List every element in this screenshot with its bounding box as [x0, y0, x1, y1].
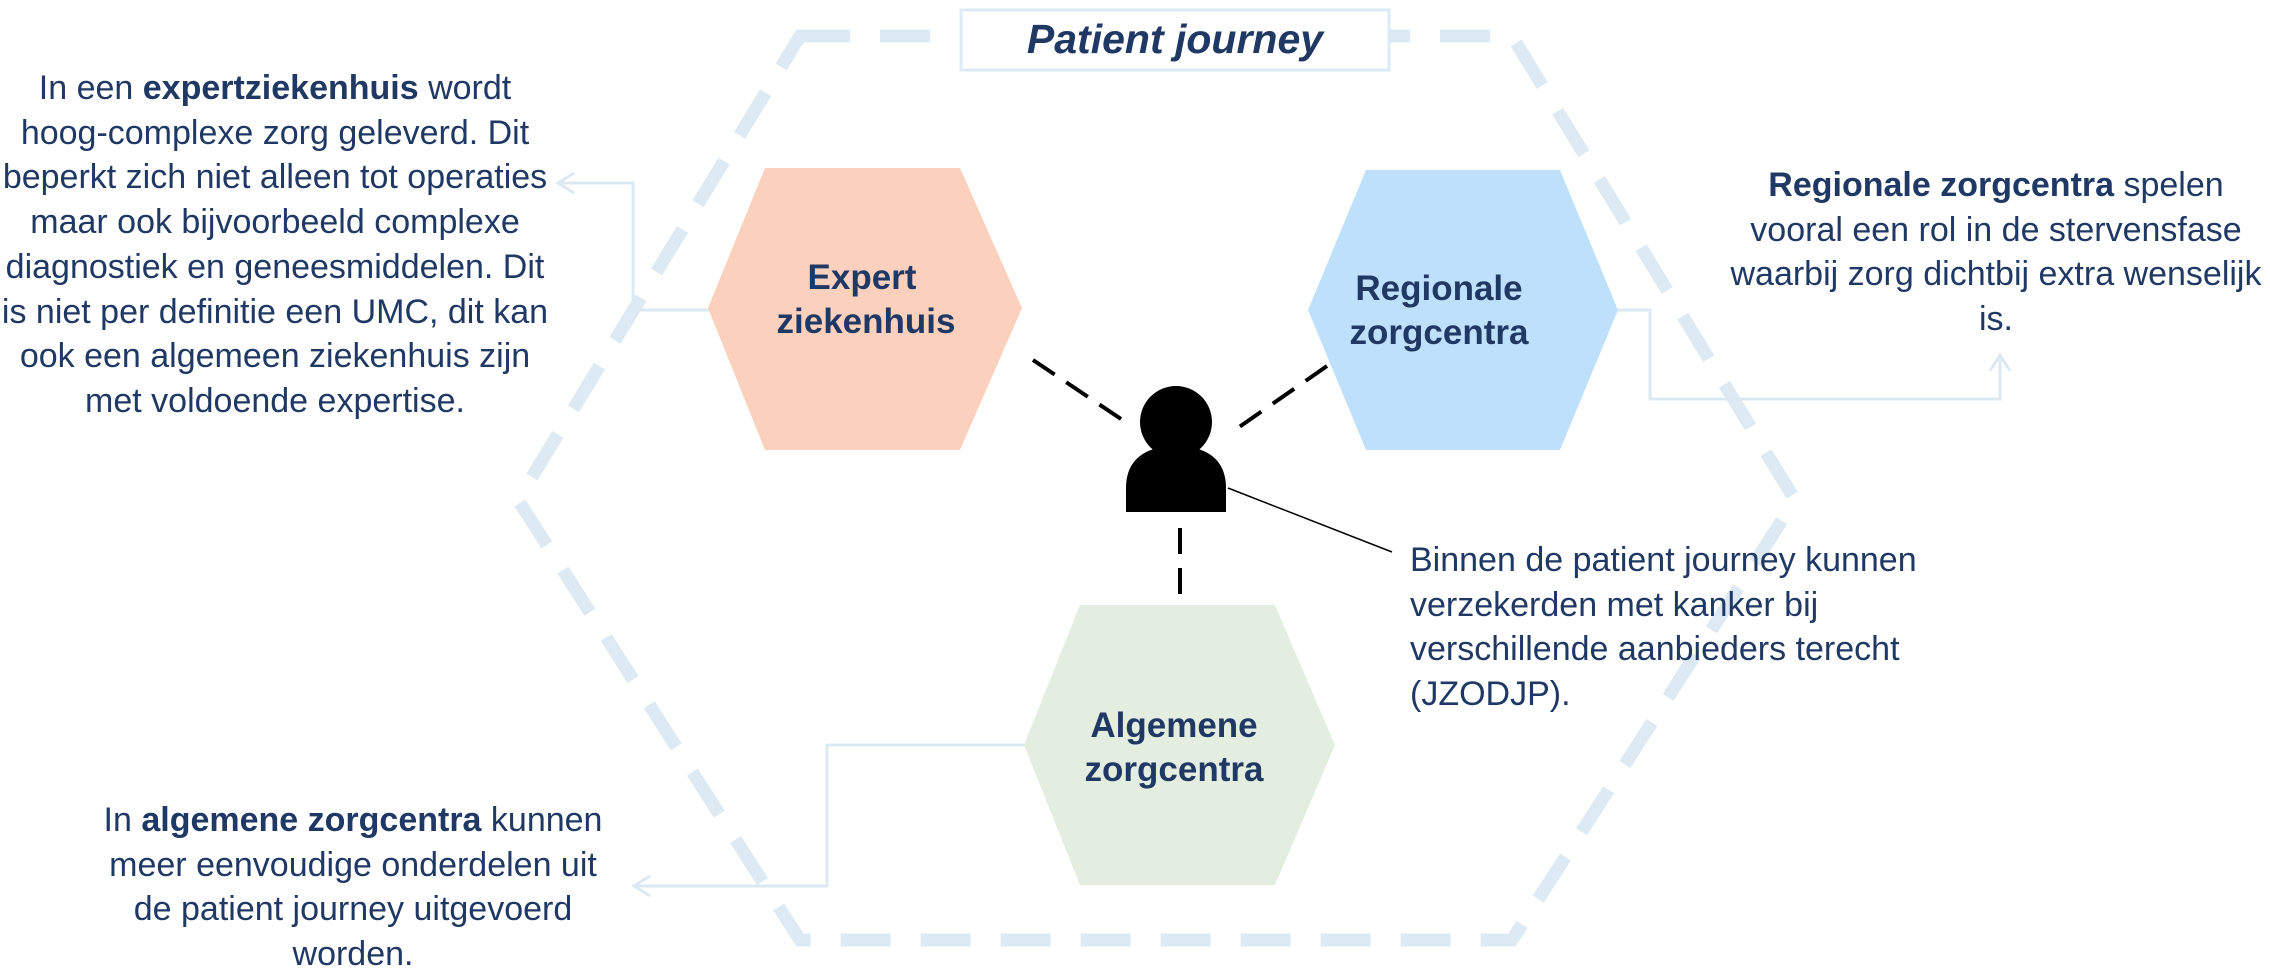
expert-description: In een expertziekenhuis wordt hoog-compl… — [0, 66, 550, 424]
node-expert: Expert ziekenhuis — [708, 168, 1022, 450]
expert-connector — [560, 181, 715, 312]
regionale-hexagon — [1308, 170, 1618, 450]
spoke-regionale — [1230, 364, 1329, 434]
expert-connector-arrowhead — [555, 171, 575, 195]
regionale-label-line2: zorgcentra — [1350, 313, 1529, 352]
algemene-label-line1: Algemene — [1090, 706, 1257, 745]
spoke-expert — [1031, 358, 1129, 425]
regionale-desc-bold: Regionale zorgcentra — [1768, 166, 2115, 204]
regionale-connector — [1585, 308, 2002, 401]
patient-description: Binnen de patient journey kunnen verzeke… — [1410, 538, 2000, 717]
expert-desc-pre: In een — [38, 69, 143, 107]
patient-desc-text: Binnen de patient journey kunnen verzeke… — [1410, 541, 1917, 714]
algemene-description: In algemene zorgcentra kunnen meer eenvo… — [88, 798, 618, 977]
patient-pointer — [1227, 487, 1393, 553]
algemene-hexagon — [1024, 605, 1335, 885]
node-regionale: Regionale zorgcentra — [1308, 170, 1618, 450]
diagram-title: Patient journey — [1027, 16, 1325, 62]
expert-desc-post: wordt hoog-complexe zorg geleverd. Dit b… — [1, 69, 549, 420]
expert-label-line2: ziekenhuis — [777, 302, 956, 341]
expert-hexagon — [708, 168, 1022, 450]
algemene-desc-post: kunnen meer eenvoudige onderdelen uit de… — [109, 801, 603, 974]
algemene-connector-arrowhead — [631, 874, 651, 898]
regionale-description: Regionale zorgcentra spelen vooral een r… — [1722, 163, 2270, 342]
algemene-desc-pre: In — [103, 801, 142, 839]
regionale-connector-arrowhead — [1988, 352, 2012, 372]
algemene-desc-bold: algemene zorgcentra — [141, 801, 482, 839]
regionale-label-line1: Regionale — [1355, 269, 1522, 308]
expert-label-line1: Expert — [808, 258, 917, 297]
title-box — [959, 8, 1391, 72]
journey-frame — [510, 29, 1803, 947]
node-algemene: Algemene zorgcentra — [1024, 605, 1335, 885]
algemene-label-line2: zorgcentra — [1085, 750, 1264, 789]
expert-desc-bold: expertziekenhuis — [142, 69, 419, 107]
person-icon — [1126, 386, 1226, 512]
algemene-connector — [636, 743, 1028, 888]
regionale-desc-post: spelen vooral een rol in de stervensfase… — [1730, 166, 2262, 339]
